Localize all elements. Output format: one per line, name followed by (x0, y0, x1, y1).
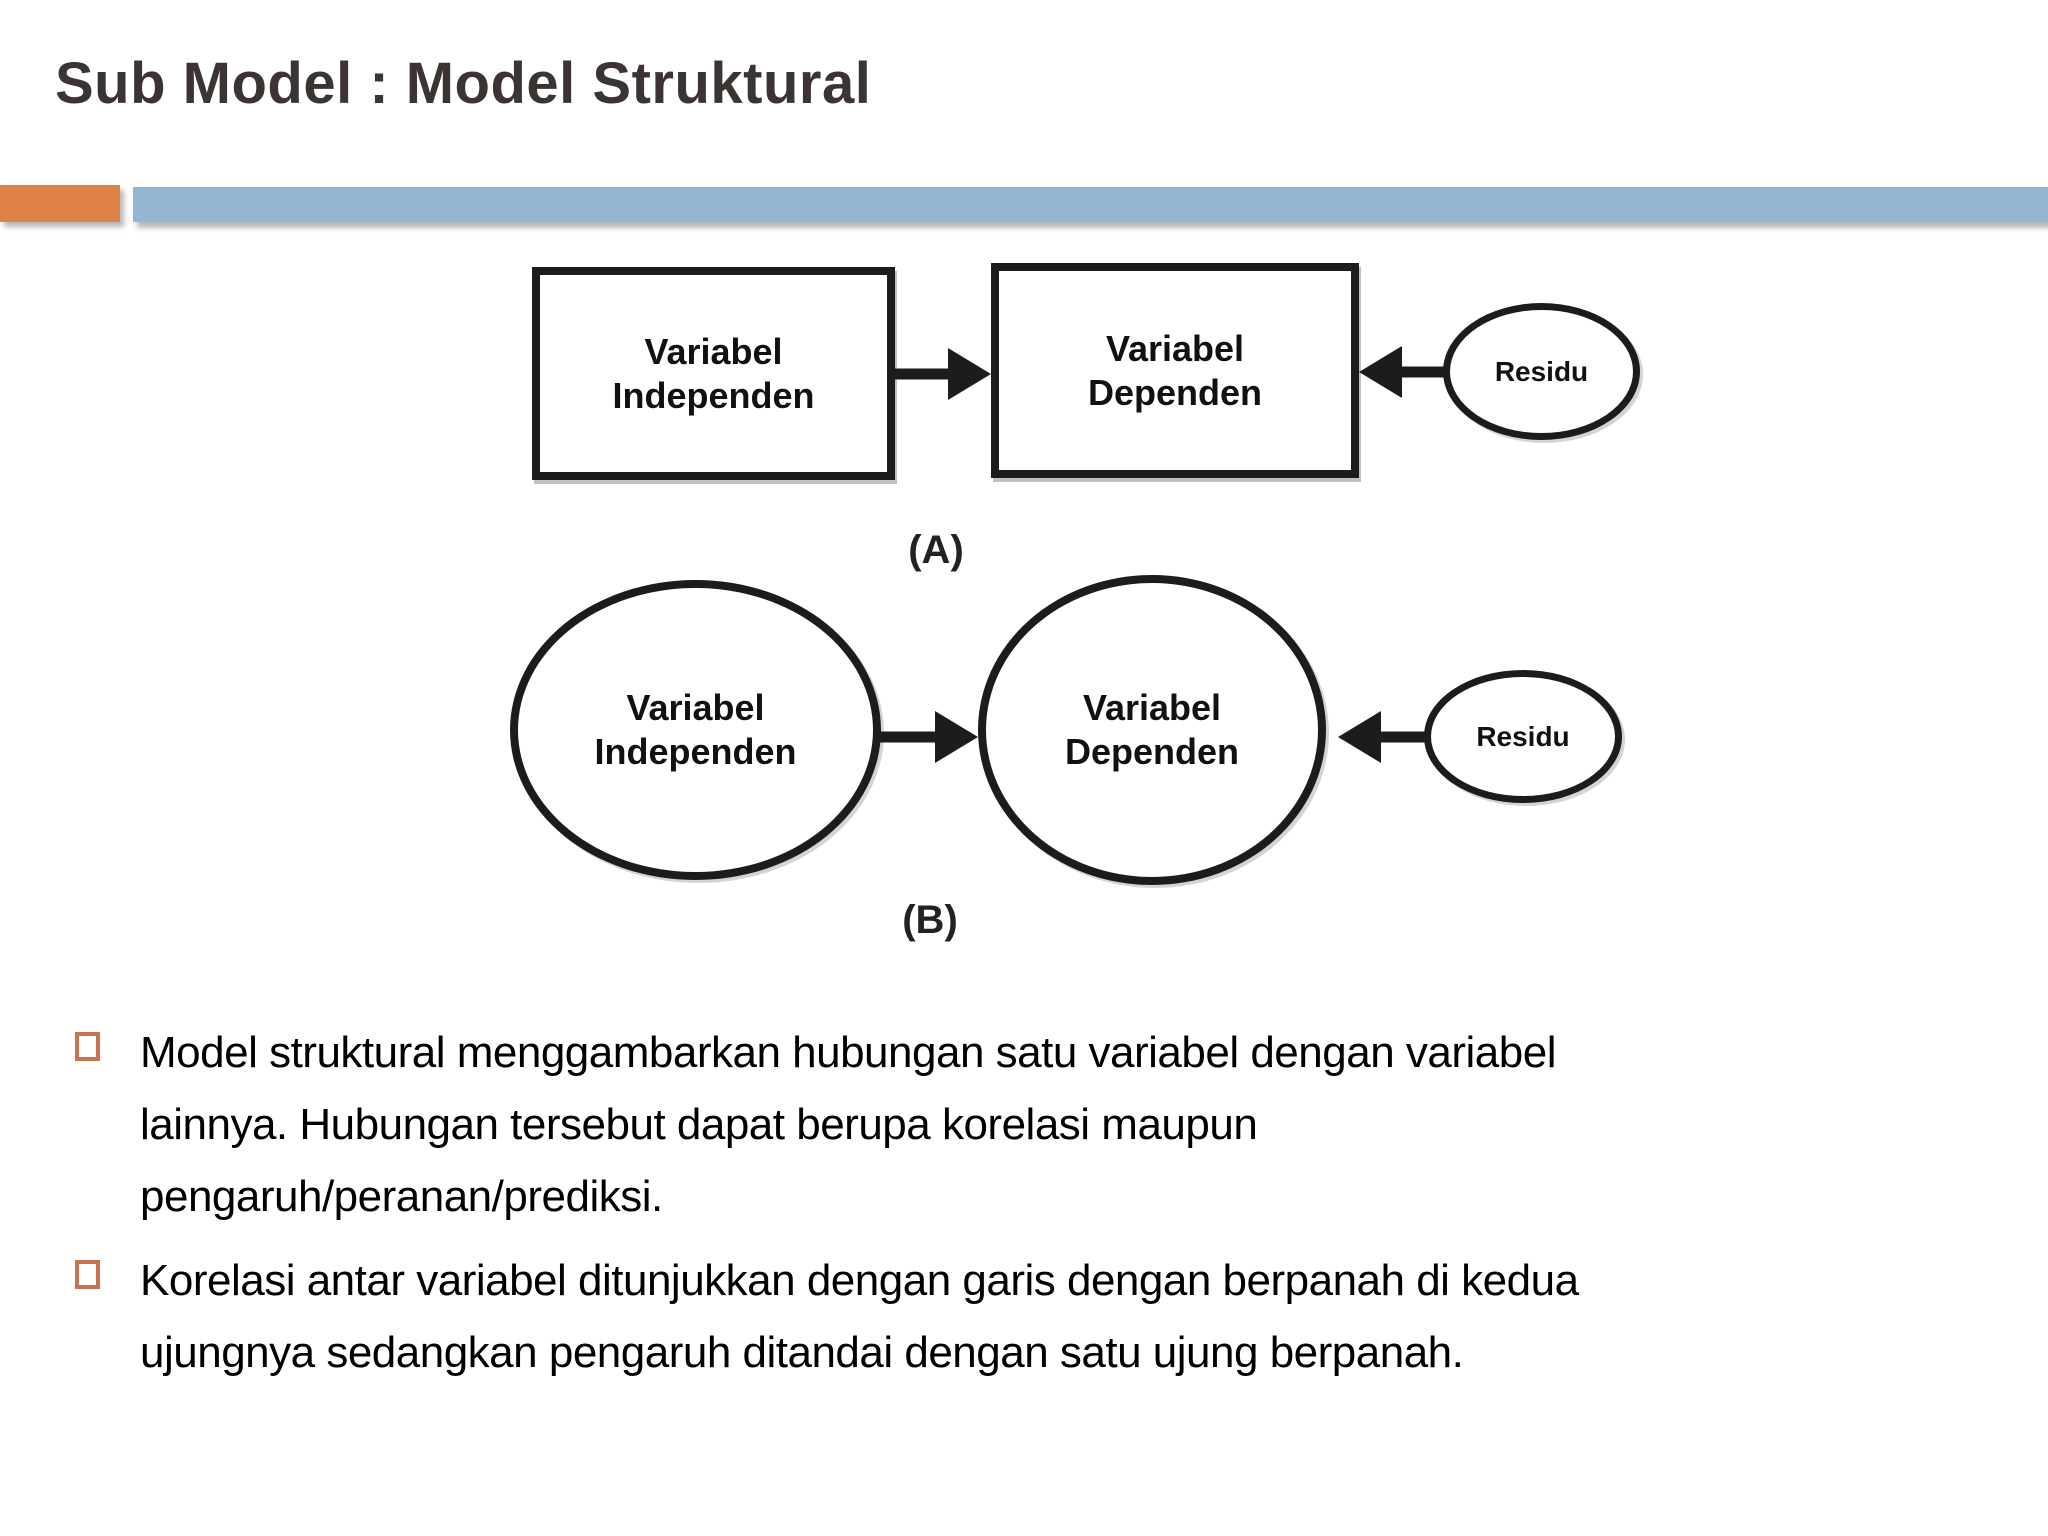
node-b-variabel-independen: Variabel Independen (510, 580, 881, 880)
bullet-item-1: Model struktural menggambarkan hubungan … (140, 1017, 1556, 1233)
bullet-text-line: Model struktural menggambarkan hubungan … (140, 1028, 1556, 1077)
diagram-label-a: (A) (908, 528, 964, 572)
node-a-variabel-independen: Variabel Independen (532, 267, 895, 480)
bullet-text-line: pengaruh/peranan/prediksi. (140, 1172, 663, 1221)
node-label-line: Variabel (1105, 327, 1245, 369)
node-b-residu: Residu (1424, 670, 1622, 803)
node-label-line: Dependen (1064, 731, 1240, 772)
node-label-line: Variabel (644, 330, 783, 372)
node-label-line: Independen (594, 731, 797, 772)
accent-bar-orange (0, 185, 120, 222)
arrow-a-independen-to-dependen-icon (893, 348, 991, 400)
bullet-text-line: lainnya. Hubungan tersebut dapat berupa … (140, 1100, 1258, 1149)
accent-bar-blue (133, 187, 2048, 222)
node-a-variabel-dependen: Variabel Dependen (991, 263, 1359, 478)
diagram-label-b: (B) (902, 898, 958, 942)
node-label-line: Residu (1476, 720, 1570, 752)
node-label-line: Residu (1494, 355, 1589, 387)
bullet-text-line: Korelasi antar variabel ditunjukkan deng… (140, 1256, 1579, 1305)
slide-title: Sub Model : Model Struktural (55, 51, 872, 116)
bullet-item-2: Korelasi antar variabel ditunjukkan deng… (140, 1245, 1579, 1389)
bullet-square-icon (75, 1032, 100, 1061)
node-b-variabel-dependen: Variabel Dependen (978, 575, 1326, 885)
node-a-residu: Residu (1443, 303, 1640, 440)
arrow-b-independen-to-dependen-icon (879, 711, 978, 763)
bullet-square-icon (75, 1260, 100, 1289)
node-label-line: Variabel (1082, 687, 1222, 728)
arrow-a-residu-to-dependen-icon (1359, 346, 1445, 398)
node-label-line: Dependen (1087, 371, 1263, 413)
arrow-b-residu-to-dependen-icon (1338, 711, 1426, 763)
bullet-text-line: ujungnya sedangkan pengaruh ditandai den… (140, 1328, 1464, 1377)
node-label-line: Independen (612, 374, 815, 416)
node-label-line: Variabel (626, 687, 765, 728)
